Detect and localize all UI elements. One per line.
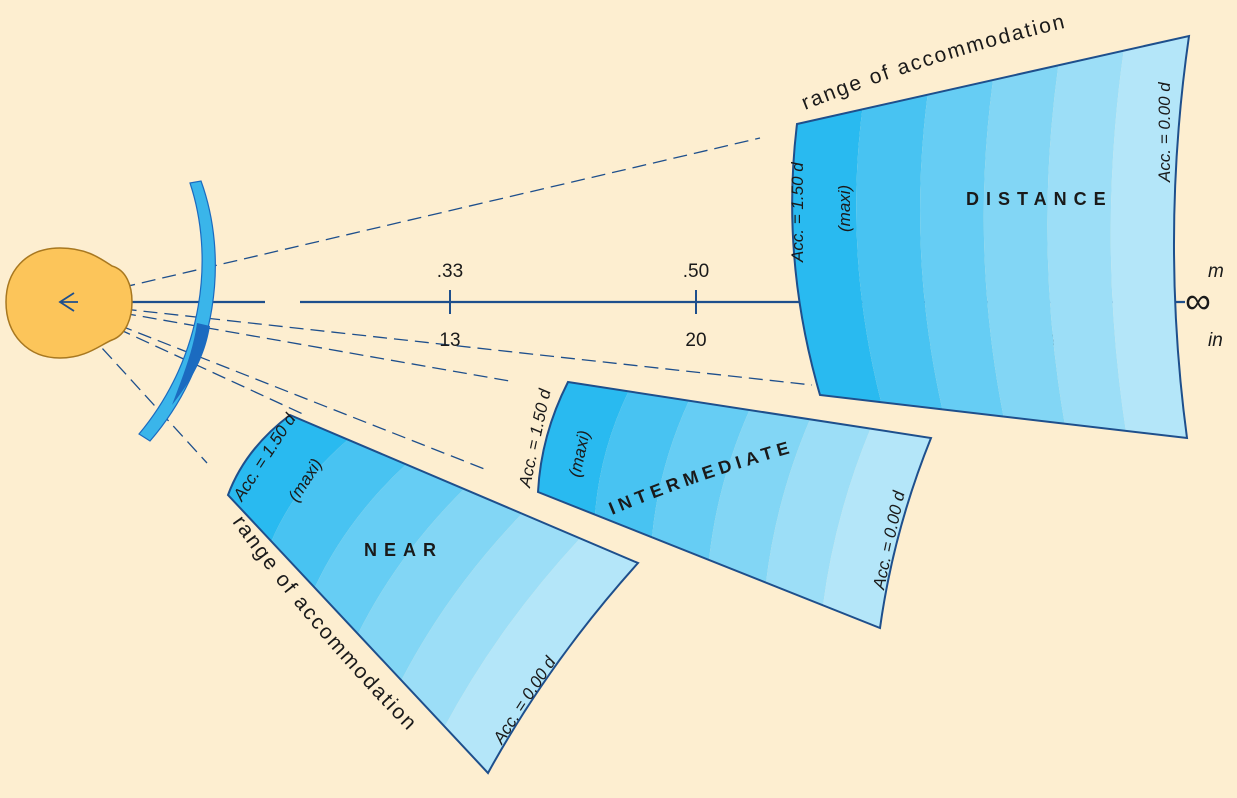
axis-tick-meters: .50	[683, 261, 709, 282]
distance-acc-max: Acc. = 1.50 d	[788, 162, 807, 263]
zone-band	[401, 513, 580, 727]
zone-band	[228, 415, 348, 542]
zone-border	[536, 380, 933, 630]
zone-border	[226, 413, 640, 775]
zone-band	[358, 489, 522, 681]
axis-tick-inches: 20	[685, 330, 706, 351]
zone-band	[983, 65, 1065, 424]
axis-labels: m in ∞	[1185, 261, 1224, 351]
zone-band	[538, 382, 629, 515]
zone-border	[791, 34, 1191, 440]
eye-ball	[5, 247, 133, 359]
meters-unit: m	[1208, 261, 1224, 282]
zone-band	[766, 419, 871, 606]
zone-band	[595, 391, 689, 538]
sight-ray	[59, 301, 488, 471]
lens-body	[138, 180, 216, 442]
distance-title: DISTANCE	[966, 189, 1113, 209]
sight-ray	[59, 301, 813, 386]
infinity-symbol: ∞	[1185, 280, 1211, 321]
zone-band	[1047, 50, 1126, 431]
zone-band	[920, 80, 1004, 417]
zone-band	[709, 410, 810, 583]
distance-acc-min: Acc. = 0.00 d	[1155, 82, 1174, 183]
sight-ray	[59, 301, 516, 383]
near-title: NEAR	[364, 540, 443, 560]
zone-band	[1110, 36, 1189, 438]
axis-tick-meters: .33	[437, 261, 463, 282]
zone-band	[652, 400, 750, 560]
zone-band	[314, 464, 464, 634]
lens-near-insert	[172, 323, 210, 405]
sight-ray	[59, 301, 208, 464]
zone-band	[271, 439, 406, 588]
sight-ray	[59, 137, 761, 303]
zone-band	[856, 94, 943, 410]
zone-band	[792, 109, 882, 403]
zone-band	[444, 538, 638, 773]
progressive-lens	[138, 180, 216, 442]
inches-unit: in	[1208, 330, 1223, 351]
near-zone	[226, 413, 640, 775]
axis-tick-inches: 13	[439, 330, 460, 351]
intermediate-zone	[536, 380, 933, 630]
distance-maxi: (maxi)	[835, 185, 854, 232]
eye-icon	[5, 247, 133, 359]
eye-arrow-icon	[58, 292, 78, 312]
zone-band	[823, 428, 931, 628]
distance-zone	[791, 34, 1191, 440]
